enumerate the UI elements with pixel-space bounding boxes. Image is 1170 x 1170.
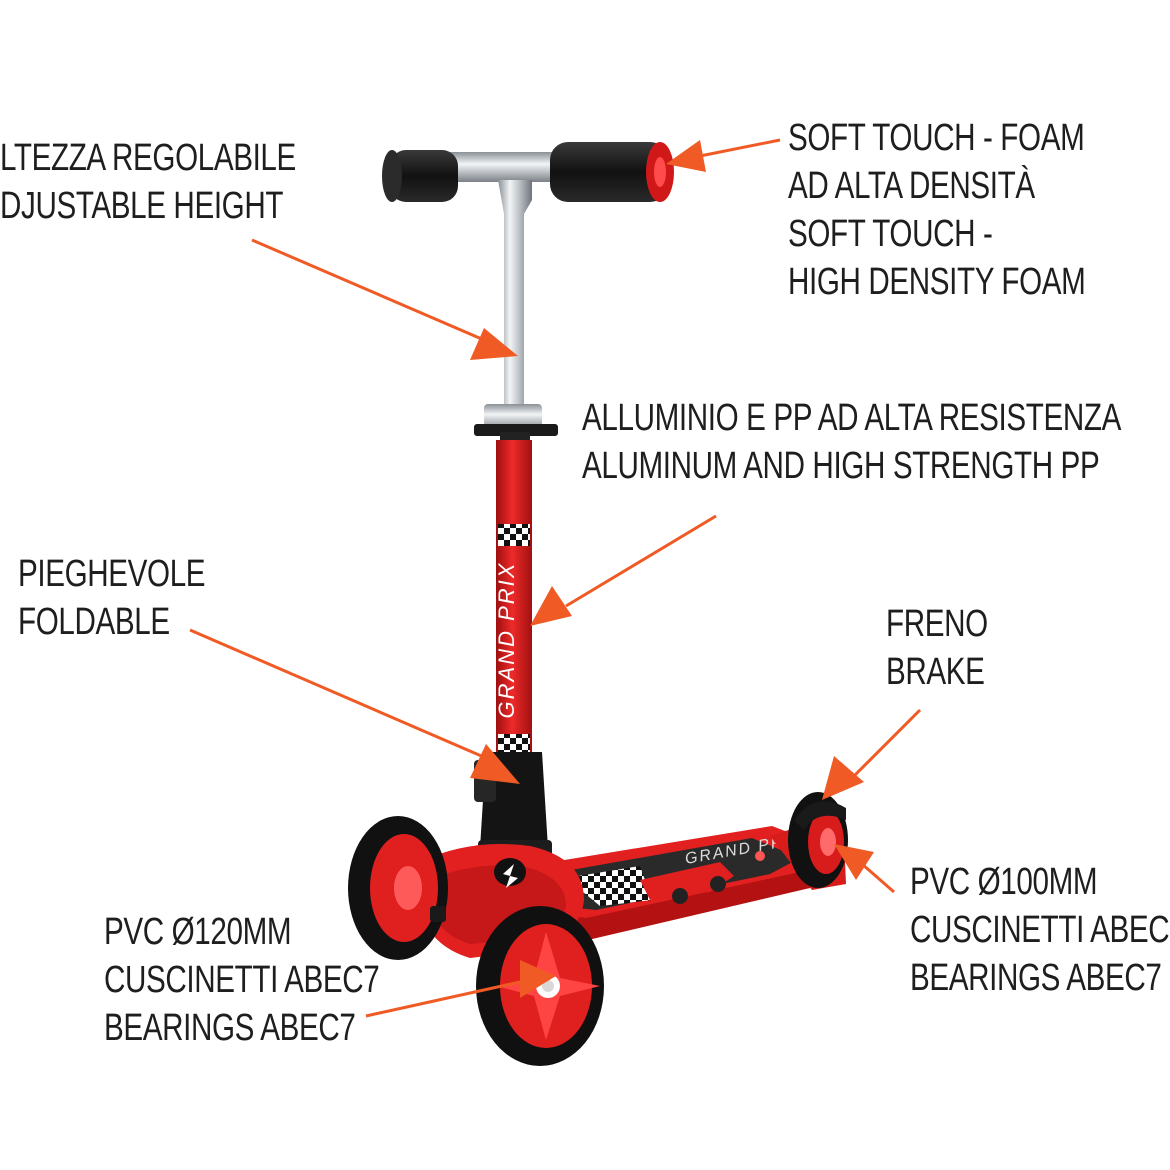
stem-decal: GRAND PRIX	[494, 562, 519, 719]
front-left-wheel	[348, 816, 448, 960]
callout-soft-touch-foam: SOFT TOUCH - FOAM AD ALTA DENSITÀ SOFT T…	[788, 114, 1086, 306]
callout-line: PVC Ø120MM	[104, 911, 292, 953]
callout-adjustable-height: LTEZZA REGOLABILE DJUSTABLE HEIGHT	[0, 134, 296, 230]
callout-line: LTEZZA REGOLABILE	[0, 137, 296, 179]
callout-rear-wheel: PVC Ø100MM CUSCINETTI ABEC BEARINGS ABEC…	[910, 858, 1170, 1002]
left-grip	[382, 150, 458, 202]
arrow-brake	[822, 708, 922, 800]
callout-line: DJUSTABLE HEIGHT	[0, 185, 284, 227]
lower-stem: GRAND PRIX	[494, 440, 532, 760]
arrow-height	[251, 238, 518, 360]
upper-tube	[498, 180, 532, 420]
callout-line: SOFT TOUCH - FOAM	[788, 117, 1085, 159]
callout-line: PVC Ø100MM	[910, 861, 1098, 903]
arrow-material	[530, 514, 717, 626]
arrow-foldable	[189, 628, 520, 784]
callout-line: AD ALTA DENSITÀ	[788, 165, 1035, 207]
arrow-grip	[666, 138, 781, 172]
callout-line: BRAKE	[886, 651, 985, 693]
handlebar-bar	[440, 152, 580, 182]
height-clamp	[474, 404, 558, 444]
handlebar	[382, 142, 674, 202]
callout-line: SOFT TOUCH -	[788, 213, 993, 255]
callout-line: PIEGHEVOLE	[18, 553, 206, 595]
callout-line: FOLDABLE	[18, 601, 170, 643]
callout-line: ALLUMINIO E PP AD ALTA RESISTENZA	[582, 397, 1121, 439]
callout-line: HIGH DENSITY FOAM	[788, 261, 1086, 303]
callout-line: BEARINGS ABEC7	[104, 1007, 356, 1049]
callout-line: CUSCINETTI ABEC	[910, 909, 1170, 951]
front-right-wheel	[476, 906, 604, 1066]
callout-aluminum-pp: ALLUMINIO E PP AD ALTA RESISTENZA ALUMIN…	[582, 394, 1121, 490]
callout-line: FRENO	[886, 603, 988, 645]
callout-foldable: PIEGHEVOLE FOLDABLE	[18, 550, 206, 646]
arrow-rear-wheel	[834, 844, 895, 894]
deck: GRAND PRIX	[520, 826, 840, 940]
right-grip	[550, 142, 674, 202]
arrow-front-wheel	[365, 960, 556, 1018]
brake-fender	[794, 801, 846, 830]
callout-line: ALUMINUM AND HIGH STRENGTH PP	[582, 445, 1100, 487]
callout-brake: FRENO BRAKE	[886, 600, 988, 696]
callout-front-wheels: PVC Ø120MM CUSCINETTI ABEC7 BEARINGS ABE…	[104, 908, 380, 1052]
callout-line: CUSCINETTI ABEC7	[104, 959, 380, 1001]
callout-line: BEARINGS ABEC7	[910, 957, 1162, 999]
